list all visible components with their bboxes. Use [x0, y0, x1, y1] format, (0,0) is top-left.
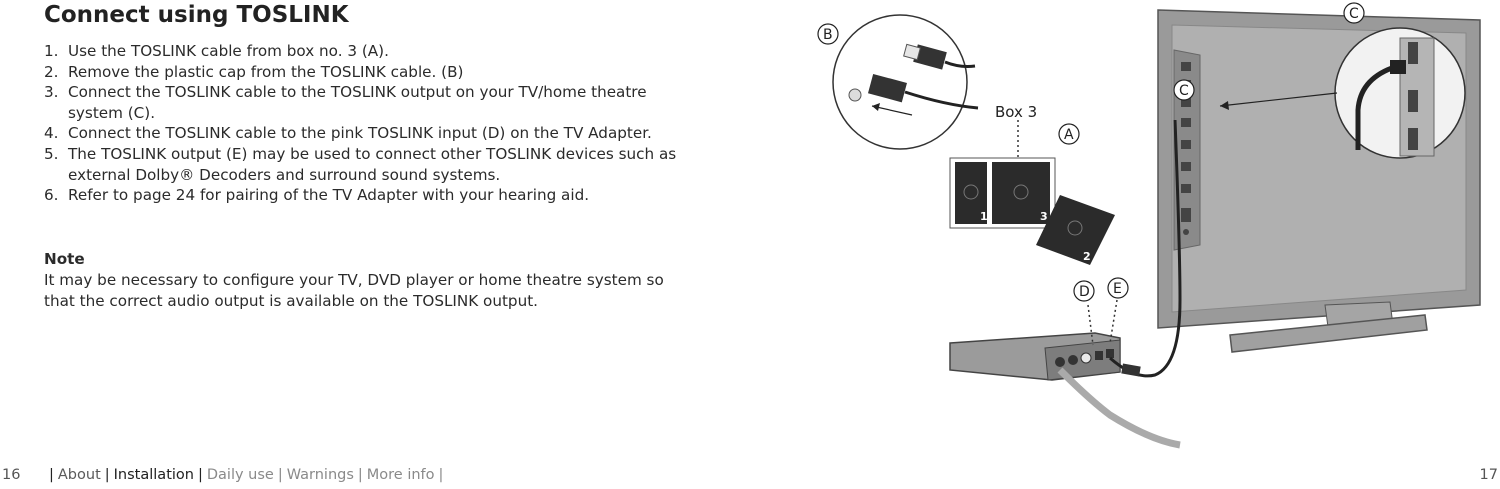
step-number: 1. [44, 42, 59, 60]
step-number: 3. [44, 83, 59, 102]
nav-separator: | [49, 467, 54, 483]
zoom-view-tv-port [1219, 27, 1466, 159]
nav-link-more-info[interactable]: More info [366, 467, 435, 483]
svg-text:B: B [823, 27, 833, 43]
step-item: 1. Use the TOSLINK cable from box no. 3 (… [44, 41, 684, 62]
note-body: It may be necessary to configure your TV… [44, 271, 664, 310]
badge-a: A [1058, 123, 1080, 145]
nav-link-about[interactable]: About [57, 467, 101, 483]
nav-link-installation[interactable]: Installation [113, 467, 194, 483]
step-text: Connect the TOSLINK cable to the TOSLINK… [68, 83, 647, 122]
box-3-packaging: 1 3 2 [949, 120, 1115, 265]
instruction-steps: 1. Use the TOSLINK cable from box no. 3 (… [44, 41, 684, 206]
page-number-left: 16 [2, 467, 21, 483]
note-title: Note [44, 250, 85, 268]
nav-separator: | [438, 467, 444, 483]
step-number: 6. [44, 186, 59, 205]
svg-text:A: A [1064, 127, 1074, 143]
step-text: Refer to page 24 for pairing of the TV A… [68, 186, 590, 205]
svg-text:D: D [1079, 284, 1090, 300]
page-number-right: 17 [1479, 467, 1498, 483]
step-item: 6. Refer to page 24 for pairing of the TV… [44, 185, 684, 206]
step-text: The TOSLINK output (E) may be used to co… [68, 144, 677, 184]
tv-adapter-illustration [949, 119, 1182, 449]
step-text: Remove the plastic cap from the TOSLINK … [68, 62, 464, 81]
svg-text:C: C [1349, 6, 1359, 22]
box-number: 3 [1040, 210, 1048, 223]
badge-c-zoom: C [1343, 2, 1365, 24]
step-number: 2. [44, 62, 59, 81]
step-item: 4. Connect the TOSLINK cable to the pink … [44, 123, 684, 144]
badge-e: E [1107, 277, 1129, 299]
step-text: Use the TOSLINK cable from box no. 3 (A)… [68, 42, 389, 60]
footer-navigation: 16|About|Installation|Daily use|Warnings… [0, 467, 447, 483]
box-number: 2 [1083, 250, 1091, 263]
step-text: Connect the TOSLINK cable to the pink TO… [68, 124, 652, 143]
badge-b: B [817, 23, 839, 45]
page-heading: Connect using TOSLINK [44, 2, 349, 28]
box-number: 1 [980, 210, 988, 223]
step-item: 2. Remove the plastic cap from the TOSLIN… [44, 62, 684, 83]
nav-link-daily-use[interactable]: Daily use [206, 467, 274, 483]
nav-separator: | [104, 467, 110, 483]
step-item: 5. The TOSLINK output (E) may be used to … [44, 144, 684, 185]
nav-separator: | [197, 467, 203, 483]
svg-text:E: E [1113, 281, 1122, 297]
zoom-view-cable-cap [832, 14, 979, 150]
step-number: 5. [44, 144, 59, 163]
step-number: 4. [44, 124, 59, 143]
step-item: 3. Connect the TOSLINK cable to the TOSLI… [44, 82, 684, 123]
nav-separator: | [277, 467, 283, 483]
box-3-label: Box 3 [995, 103, 1037, 121]
badge-d: D [1073, 280, 1095, 302]
svg-text:C: C [1179, 83, 1189, 99]
connection-illustration: 1 3 2 Box 3 B A C C D E [817, 2, 1481, 449]
badge-c-tv: C [1173, 79, 1195, 101]
nav-link-warnings[interactable]: Warnings [286, 467, 354, 483]
nav-separator: | [357, 467, 363, 483]
